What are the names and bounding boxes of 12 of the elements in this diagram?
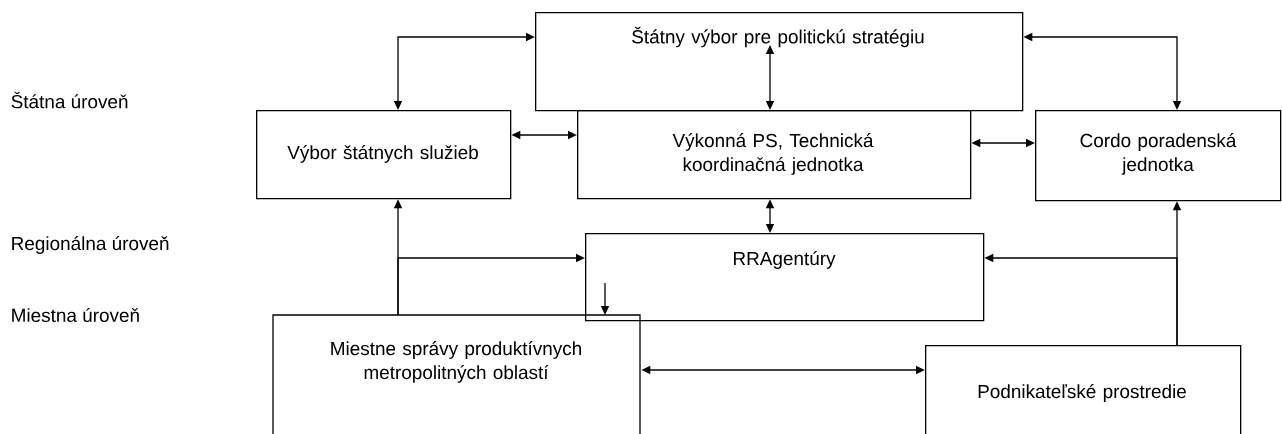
level-label: Štátna úroveň (11, 91, 128, 109)
process-box: Štátny výbor pre politickú stratégiu (535, 12, 1024, 112)
process-box: Výkonná PS, Technická koordinačná jednotka (577, 110, 972, 200)
level-label: Regionálna úroveň (12, 236, 169, 254)
level-label: Miestna úroveň (12, 307, 139, 323)
arrow (397, 253, 585, 316)
process-box: Cordo poradenská jednotka (1035, 110, 1282, 202)
process-box: Výbor štátnych služieb (256, 110, 512, 200)
process-box: Podnikateľské prostredie (925, 345, 1242, 434)
process-box: RRAgentúry (585, 233, 985, 322)
process-box: Miestne správy produktívnych metropolitných oblastí (272, 314, 641, 434)
arrow (765, 45, 775, 110)
